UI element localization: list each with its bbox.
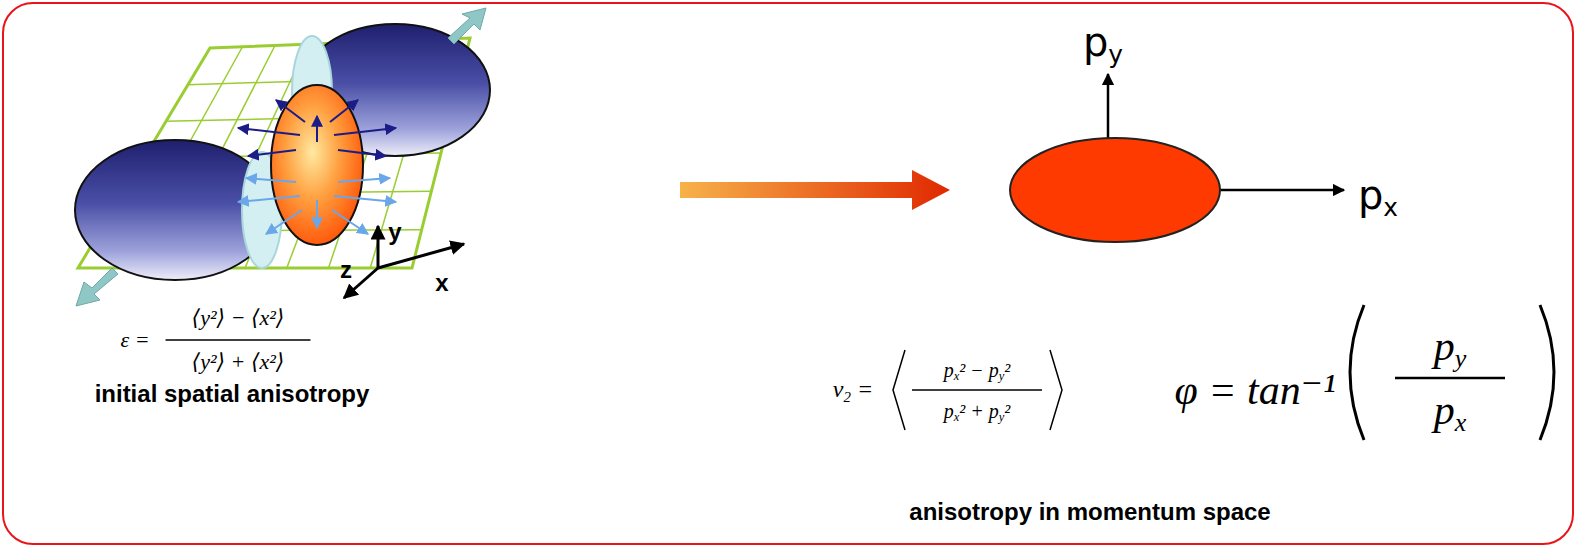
formula-numerator: px² − py²: [944, 360, 1011, 381]
evolution-arrow: [680, 170, 950, 210]
label-slot: px² + py²: [944, 401, 1011, 422]
pressure-arrows: [316, 116, 318, 142]
angle-brackets: [893, 350, 1062, 430]
coordinate-axes: [377, 226, 380, 268]
label-slot: φ = tan⁻¹: [1174, 368, 1335, 412]
fraction-bar: [1395, 377, 1505, 380]
axis-label: y: [388, 219, 401, 244]
pressure-arrows: [238, 196, 300, 202]
pressure-arrows: [334, 196, 396, 202]
momentum-ellipse: [1010, 138, 1220, 242]
label-slot: y: [388, 219, 401, 244]
pressure-arrows: [248, 150, 296, 156]
spectator-nucleus: [448, 8, 486, 44]
angle-brackets: [893, 350, 905, 430]
label-slot: px: [1358, 174, 1398, 216]
label-slot: z: [340, 257, 352, 282]
label-slot: py: [1434, 324, 1467, 368]
formula-symbol: ε =: [120, 328, 149, 351]
pressure-arrows: [334, 128, 396, 135]
frame-border: [3, 3, 1573, 544]
formula-numerator: ⟨y²⟩ − ⟨x²⟩: [192, 306, 285, 329]
pressure-arrows: [246, 178, 296, 182]
momentum-axes: [1107, 74, 1110, 140]
label-slot: ⟨y²⟩ − ⟨x²⟩: [192, 306, 285, 329]
label-slot: v2 =: [833, 377, 873, 402]
pressure-arrows: [238, 178, 396, 234]
pressure-arrows: [330, 100, 358, 122]
pressure-arrows: [266, 210, 302, 234]
formula-denominator: ⟨y²⟩ + ⟨x²⟩: [192, 350, 285, 373]
formula-symbol: v2 =: [833, 377, 873, 402]
pressure-arrows: [316, 200, 318, 228]
pressure-arrows: [238, 100, 396, 156]
formula-denominator: px² + py²: [944, 401, 1011, 422]
formula-denominator: px: [1434, 388, 1467, 432]
label-slot: px: [1434, 388, 1467, 432]
spectator-nucleus: [76, 268, 118, 306]
label-slot: x: [435, 270, 448, 295]
axis-label: x: [435, 270, 448, 295]
fraction-bar: [166, 339, 311, 341]
label-slot: initial spatial anisotropy: [95, 381, 370, 406]
coordinate-axes: [344, 226, 464, 298]
label-slot: anisotropy in momentum space: [909, 499, 1270, 524]
axis-label: py: [1083, 21, 1123, 63]
panel-caption: initial spatial anisotropy: [95, 381, 370, 406]
parentheses: [1350, 305, 1554, 440]
pressure-arrows: [332, 210, 368, 234]
label-slot: px² − py²: [944, 360, 1011, 381]
label-slot: ε =: [120, 328, 149, 351]
pressure-arrows: [338, 178, 390, 182]
parentheses: [1540, 305, 1554, 440]
momentum-axes: [1218, 189, 1344, 192]
pressure-arrows: [338, 150, 386, 156]
parentheses: [1350, 305, 1364, 440]
spectator-nucleus: [75, 140, 282, 306]
pressure-arrows: [276, 100, 305, 122]
label-slot: ⟨y²⟩ + ⟨x²⟩: [192, 350, 285, 373]
formula-numerator: py: [1434, 324, 1467, 368]
axis-label: z: [340, 257, 352, 282]
pressure-arrows: [238, 128, 300, 135]
panel-caption: anisotropy in momentum space: [909, 499, 1270, 524]
label-slot: py: [1083, 21, 1123, 63]
angle-brackets: [1050, 350, 1062, 430]
coordinate-axes: [378, 244, 464, 268]
fraction-bar: [912, 389, 1042, 391]
axis-label: px: [1358, 174, 1398, 216]
formula-symbol: φ = tan⁻¹: [1174, 368, 1335, 412]
